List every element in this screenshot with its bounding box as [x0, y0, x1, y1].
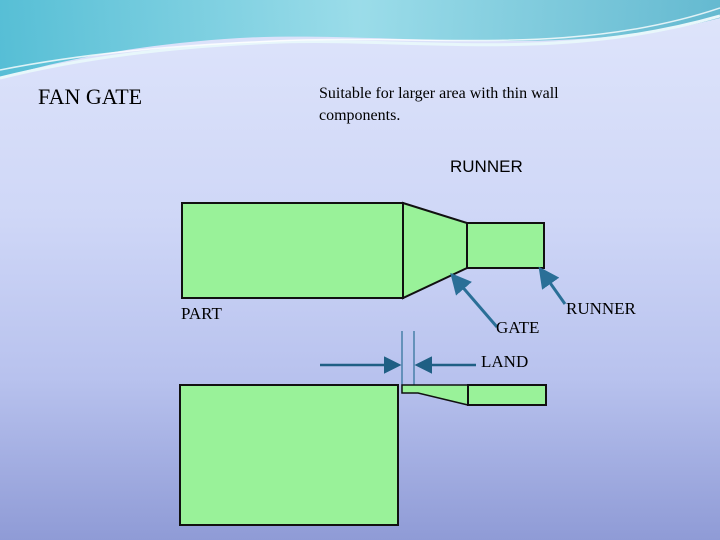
runner-label-top: RUNNER	[450, 157, 523, 176]
slide-title: FAN GATE	[38, 84, 143, 109]
gate-top-view	[402, 201, 468, 300]
gate-side-view	[401, 384, 469, 406]
runner-side-view	[467, 384, 547, 406]
gate-label: GATE	[496, 318, 540, 337]
part-side-view	[179, 384, 399, 526]
runner-label: RUNNER	[566, 299, 636, 318]
part-top-view	[181, 202, 404, 299]
land-label: LAND	[481, 352, 529, 371]
runner-arrow	[538, 266, 567, 305]
part-label: PART	[181, 304, 222, 323]
runner-top-view	[466, 222, 545, 269]
slide-description: Suitable for larger area with thin wall …	[319, 85, 559, 124]
header-swoosh	[0, 0, 720, 80]
gate-arrow	[450, 272, 499, 328]
